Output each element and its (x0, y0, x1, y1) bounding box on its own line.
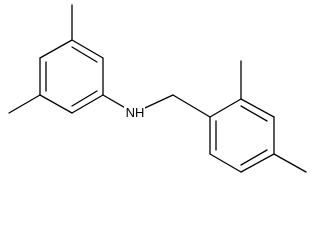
atom-labels: NH (124, 103, 145, 121)
double-bond-inner-line (71, 46, 98, 63)
double-bond-inner-line (71, 90, 98, 107)
bond (240, 98, 275, 118)
bond (39, 39, 73, 59)
bond (71, 94, 104, 114)
double-bond-inner-line (240, 149, 268, 166)
double-bond-inner-line (240, 105, 268, 122)
methyl-bond (8, 94, 41, 114)
bond (71, 39, 104, 59)
molecule-structure: NH (8, 4, 307, 173)
bond (209, 98, 242, 118)
bond (209, 153, 242, 173)
nitrogen-label: NH (126, 105, 145, 120)
methyl-bond (273, 153, 307, 173)
ch2-to-ring-bond (172, 94, 211, 118)
bonds (8, 4, 307, 173)
bond (39, 94, 73, 114)
bond (240, 153, 275, 173)
nitrogen-label-background (124, 103, 145, 121)
